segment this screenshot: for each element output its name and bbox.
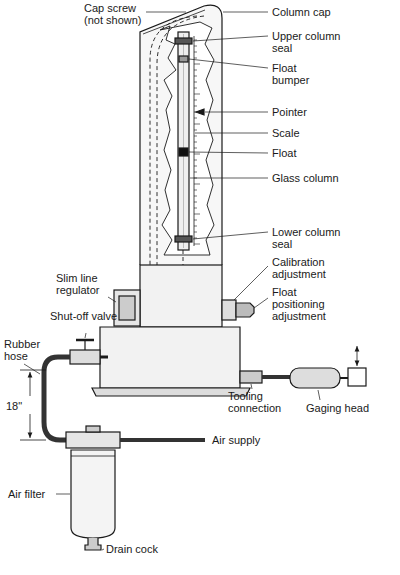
float-bumper	[179, 56, 188, 62]
glass-column	[178, 32, 189, 250]
part-label: Float bumper	[272, 62, 332, 86]
part-label: Rubber hose	[4, 338, 48, 362]
rubber-hose	[44, 357, 70, 440]
float	[179, 148, 188, 156]
part-label: Pointer	[272, 106, 392, 118]
lower-seal	[175, 236, 192, 242]
foot	[92, 388, 250, 396]
part-label: Air supply	[212, 434, 292, 446]
filter-head	[66, 432, 120, 448]
float-positioning-nut	[236, 303, 254, 317]
part-label: Float positioning adjustment	[272, 286, 338, 322]
part-label: Air filter	[8, 488, 58, 500]
part-label: Upper column seal	[272, 30, 346, 54]
part-label: Lower column seal	[272, 226, 346, 250]
gaging-head	[348, 368, 366, 386]
part-label: Tooling connection	[228, 390, 290, 414]
air-supply-line	[120, 438, 205, 442]
part-label: Column cap	[272, 6, 392, 18]
scale	[194, 36, 195, 246]
tooling-connection	[240, 371, 262, 383]
cutaway	[160, 22, 214, 255]
part-label: Slim line regulator	[56, 272, 108, 296]
shut-off-valve	[70, 350, 100, 364]
leader-lines	[24, 12, 320, 550]
filter-bowl	[71, 450, 115, 538]
part-label: Drain cock	[106, 543, 186, 555]
part-label: Gaging head	[306, 402, 386, 414]
part-label: 18"	[6, 400, 30, 412]
pointer	[196, 109, 204, 115]
part-label: Float	[272, 147, 392, 159]
part-label: Glass column	[272, 172, 392, 184]
drain-cock	[85, 538, 101, 550]
part-label: Cap screw (not shown)	[84, 2, 146, 26]
upper-seal	[175, 38, 192, 44]
regulator	[114, 290, 140, 326]
gaging-head-body	[290, 368, 340, 388]
calibration-knob	[222, 300, 236, 320]
base	[100, 327, 240, 388]
regulator-housing	[140, 265, 222, 327]
part-label: Shut-off valve	[50, 310, 122, 322]
part-label: Calibration adjustment	[272, 256, 344, 280]
part-label: Scale	[272, 127, 392, 139]
